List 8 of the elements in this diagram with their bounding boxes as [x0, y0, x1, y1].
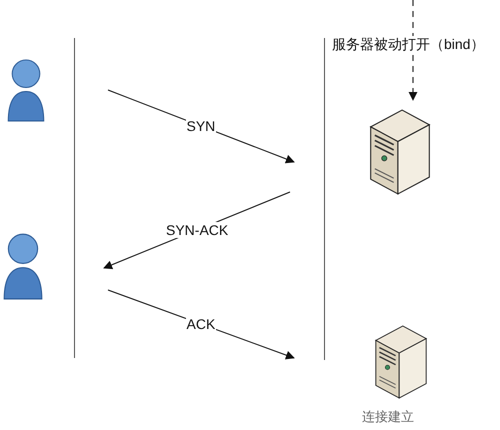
- edge-label: SYN-ACK: [165, 222, 230, 238]
- dashed-arrow: [408, 0, 418, 101]
- timeline: [324, 38, 325, 360]
- edge-label: ACK: [186, 316, 216, 332]
- timeline: [74, 38, 75, 358]
- node-label: 连接建立: [362, 408, 414, 426]
- edge-label: SYN: [186, 118, 216, 134]
- server-icon: [368, 108, 432, 196]
